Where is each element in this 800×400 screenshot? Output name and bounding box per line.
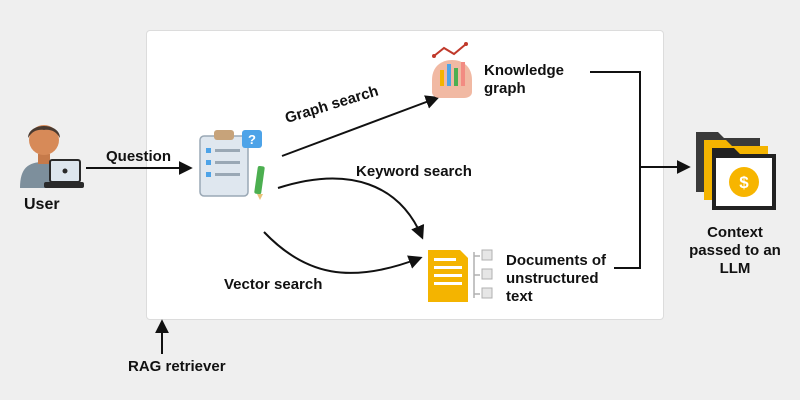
- vector-search-arrow: [263, 231, 423, 274]
- document-icon: [426, 246, 498, 304]
- graph-search-arrow: [281, 95, 440, 157]
- rag-retriever-label: RAG retriever: [128, 358, 226, 375]
- user-label: User: [24, 196, 60, 213]
- user-laptop-icon: [14, 116, 84, 192]
- documents-label-line3: text: [506, 288, 533, 305]
- context-label-line2: passed to an: [689, 242, 781, 259]
- keyword-search-label: Keyword search: [356, 163, 472, 180]
- knowledge-graph-label-line2: graph: [484, 80, 526, 97]
- knowledge-graph-icon: [428, 40, 476, 100]
- graph-to-context-connector: [590, 71, 641, 167]
- documents-to-context-connector: [614, 167, 641, 269]
- vector-search-label: Vector search: [224, 276, 323, 293]
- svg-text:?: ?: [248, 132, 256, 147]
- context-label-line3: LLM: [719, 260, 751, 277]
- keyword-search-arrow: [277, 177, 425, 240]
- svg-text:$: $: [739, 173, 749, 192]
- context-label-line1: Context: [707, 224, 763, 241]
- documents-label-line1: Documents of: [506, 252, 607, 269]
- folder-stack-coin-icon: $: [694, 128, 778, 212]
- clipboard-question-icon: ?: [194, 128, 274, 200]
- question-label: Question: [106, 148, 172, 165]
- documents-label-line2: unstructured: [506, 270, 599, 287]
- knowledge-graph-label-line1: Knowledge: [484, 62, 565, 79]
